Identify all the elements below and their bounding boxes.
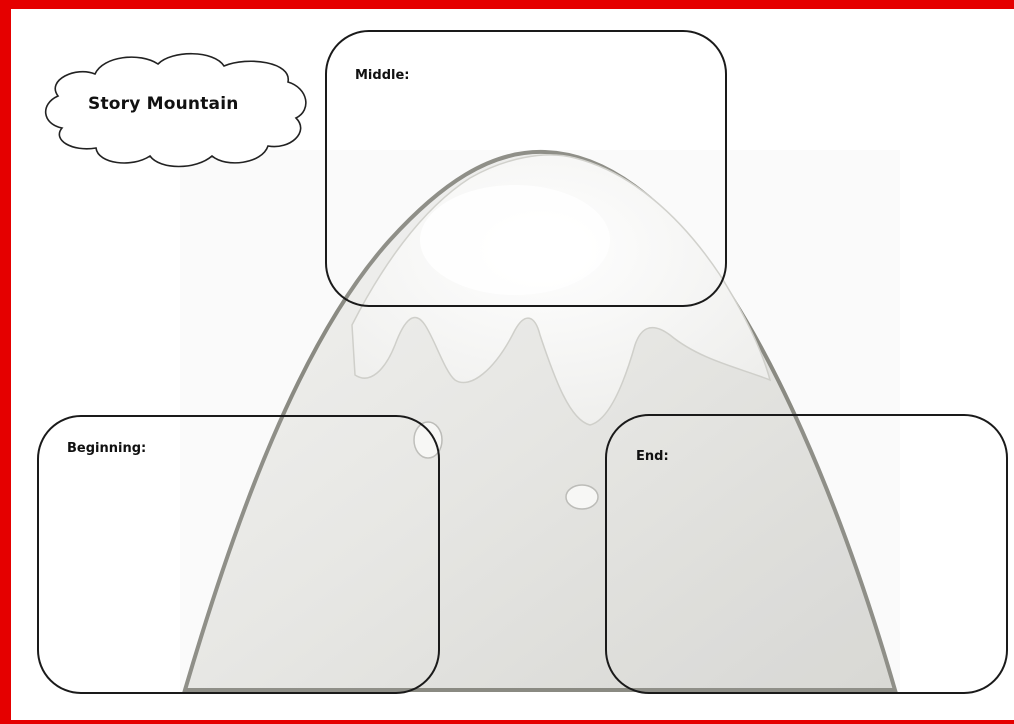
worksheet-title: Story Mountain [88,94,258,122]
middle-label: Middle: [355,68,409,83]
end-label: End: [636,449,669,464]
end-writing-box[interactable]: End: [605,414,1008,694]
boulder-center [566,485,598,509]
beginning-label: Beginning: [67,441,146,456]
middle-writing-box[interactable]: Middle: [325,30,727,307]
beginning-writing-box[interactable]: Beginning: [37,415,440,694]
